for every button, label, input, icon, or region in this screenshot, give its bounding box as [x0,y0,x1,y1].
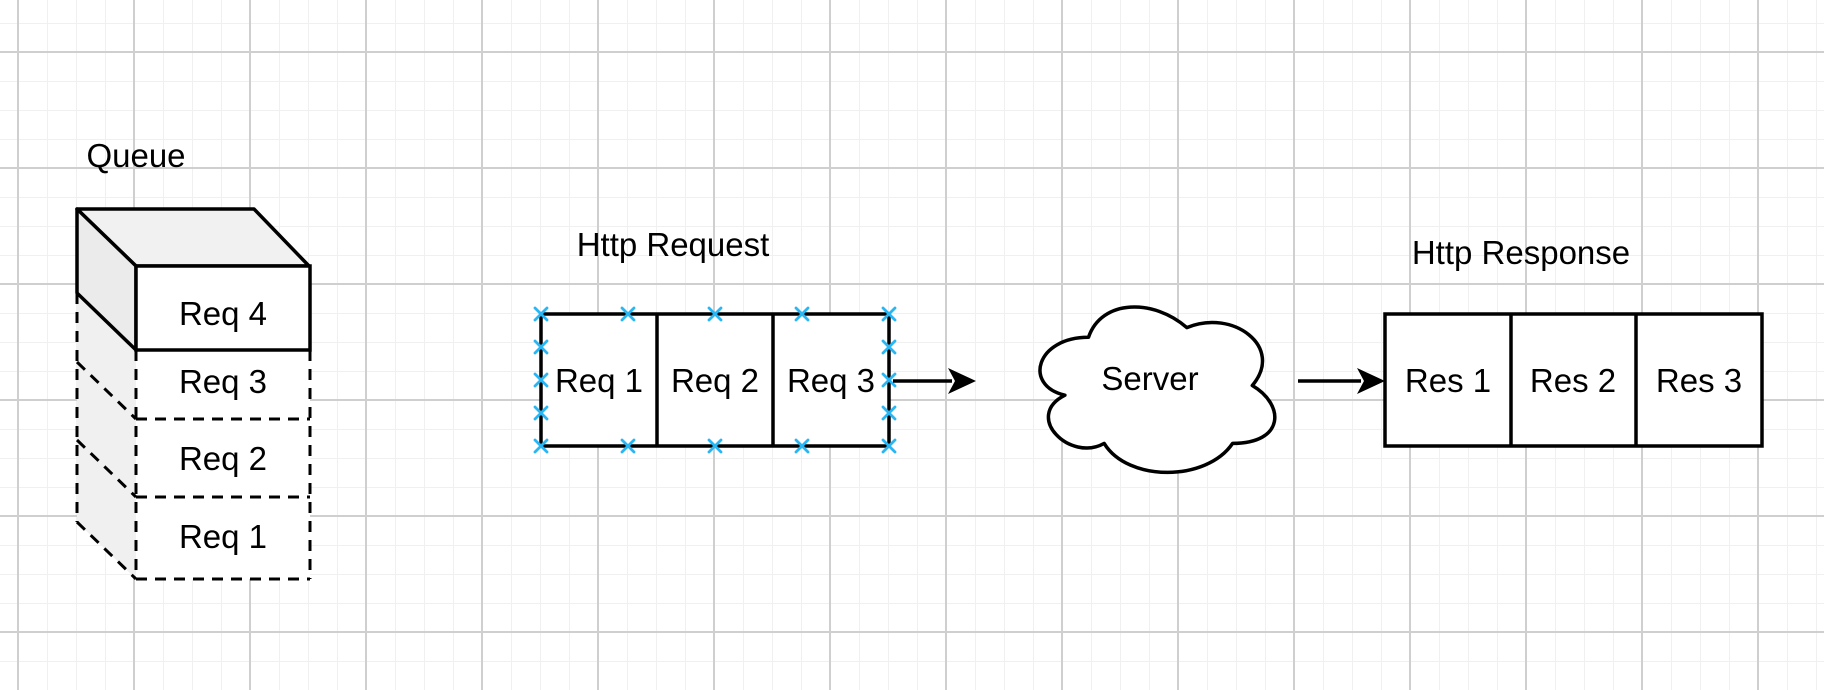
queue-title[interactable]: Queue [86,137,185,174]
arrow-request-to-server[interactable] [893,368,976,394]
queue-stack-front-fill [136,350,310,579]
queue-top-box[interactable] [75,207,312,352]
arrow-server-to-response[interactable] [1298,368,1385,394]
http-response-strip[interactable]: Res 1 Res 2 Res 3 [1383,312,1764,448]
http-response-cell-label: Res 3 [1656,362,1742,399]
arrowhead [948,368,976,394]
http-response-cell-label: Res 2 [1530,362,1616,399]
queue-item-label: Req 1 [179,518,267,555]
queue-stack-side-face [77,293,136,579]
arrowhead [1357,368,1385,394]
queue-item-label: Req 2 [179,440,267,477]
http-request-cell-label: Req 2 [671,362,759,399]
server-label: Server [1101,360,1198,397]
http-request-strip[interactable]: Req 1 Req 2 Req 3 [533,306,897,454]
queue-item-label: Req 3 [179,363,267,400]
http-response-title[interactable]: Http Response [1412,234,1630,271]
queue-top-box-front-face [134,264,312,352]
queue-stack[interactable]: Req 4 Req 3 Req 2 Req 1 [75,207,312,581]
http-response-cell-label: Res 1 [1405,362,1491,399]
queue-item-label: Req 4 [179,295,267,332]
http-request-title[interactable]: Http Request [577,226,770,263]
queue-dashed-outline [75,293,312,581]
server-cloud[interactable]: Server [1038,305,1277,475]
http-response-outline [1383,312,1764,448]
cloud-shape [1038,305,1277,475]
http-request-cell-label: Req 1 [555,362,643,399]
http-request-cell-label: Req 3 [787,362,875,399]
